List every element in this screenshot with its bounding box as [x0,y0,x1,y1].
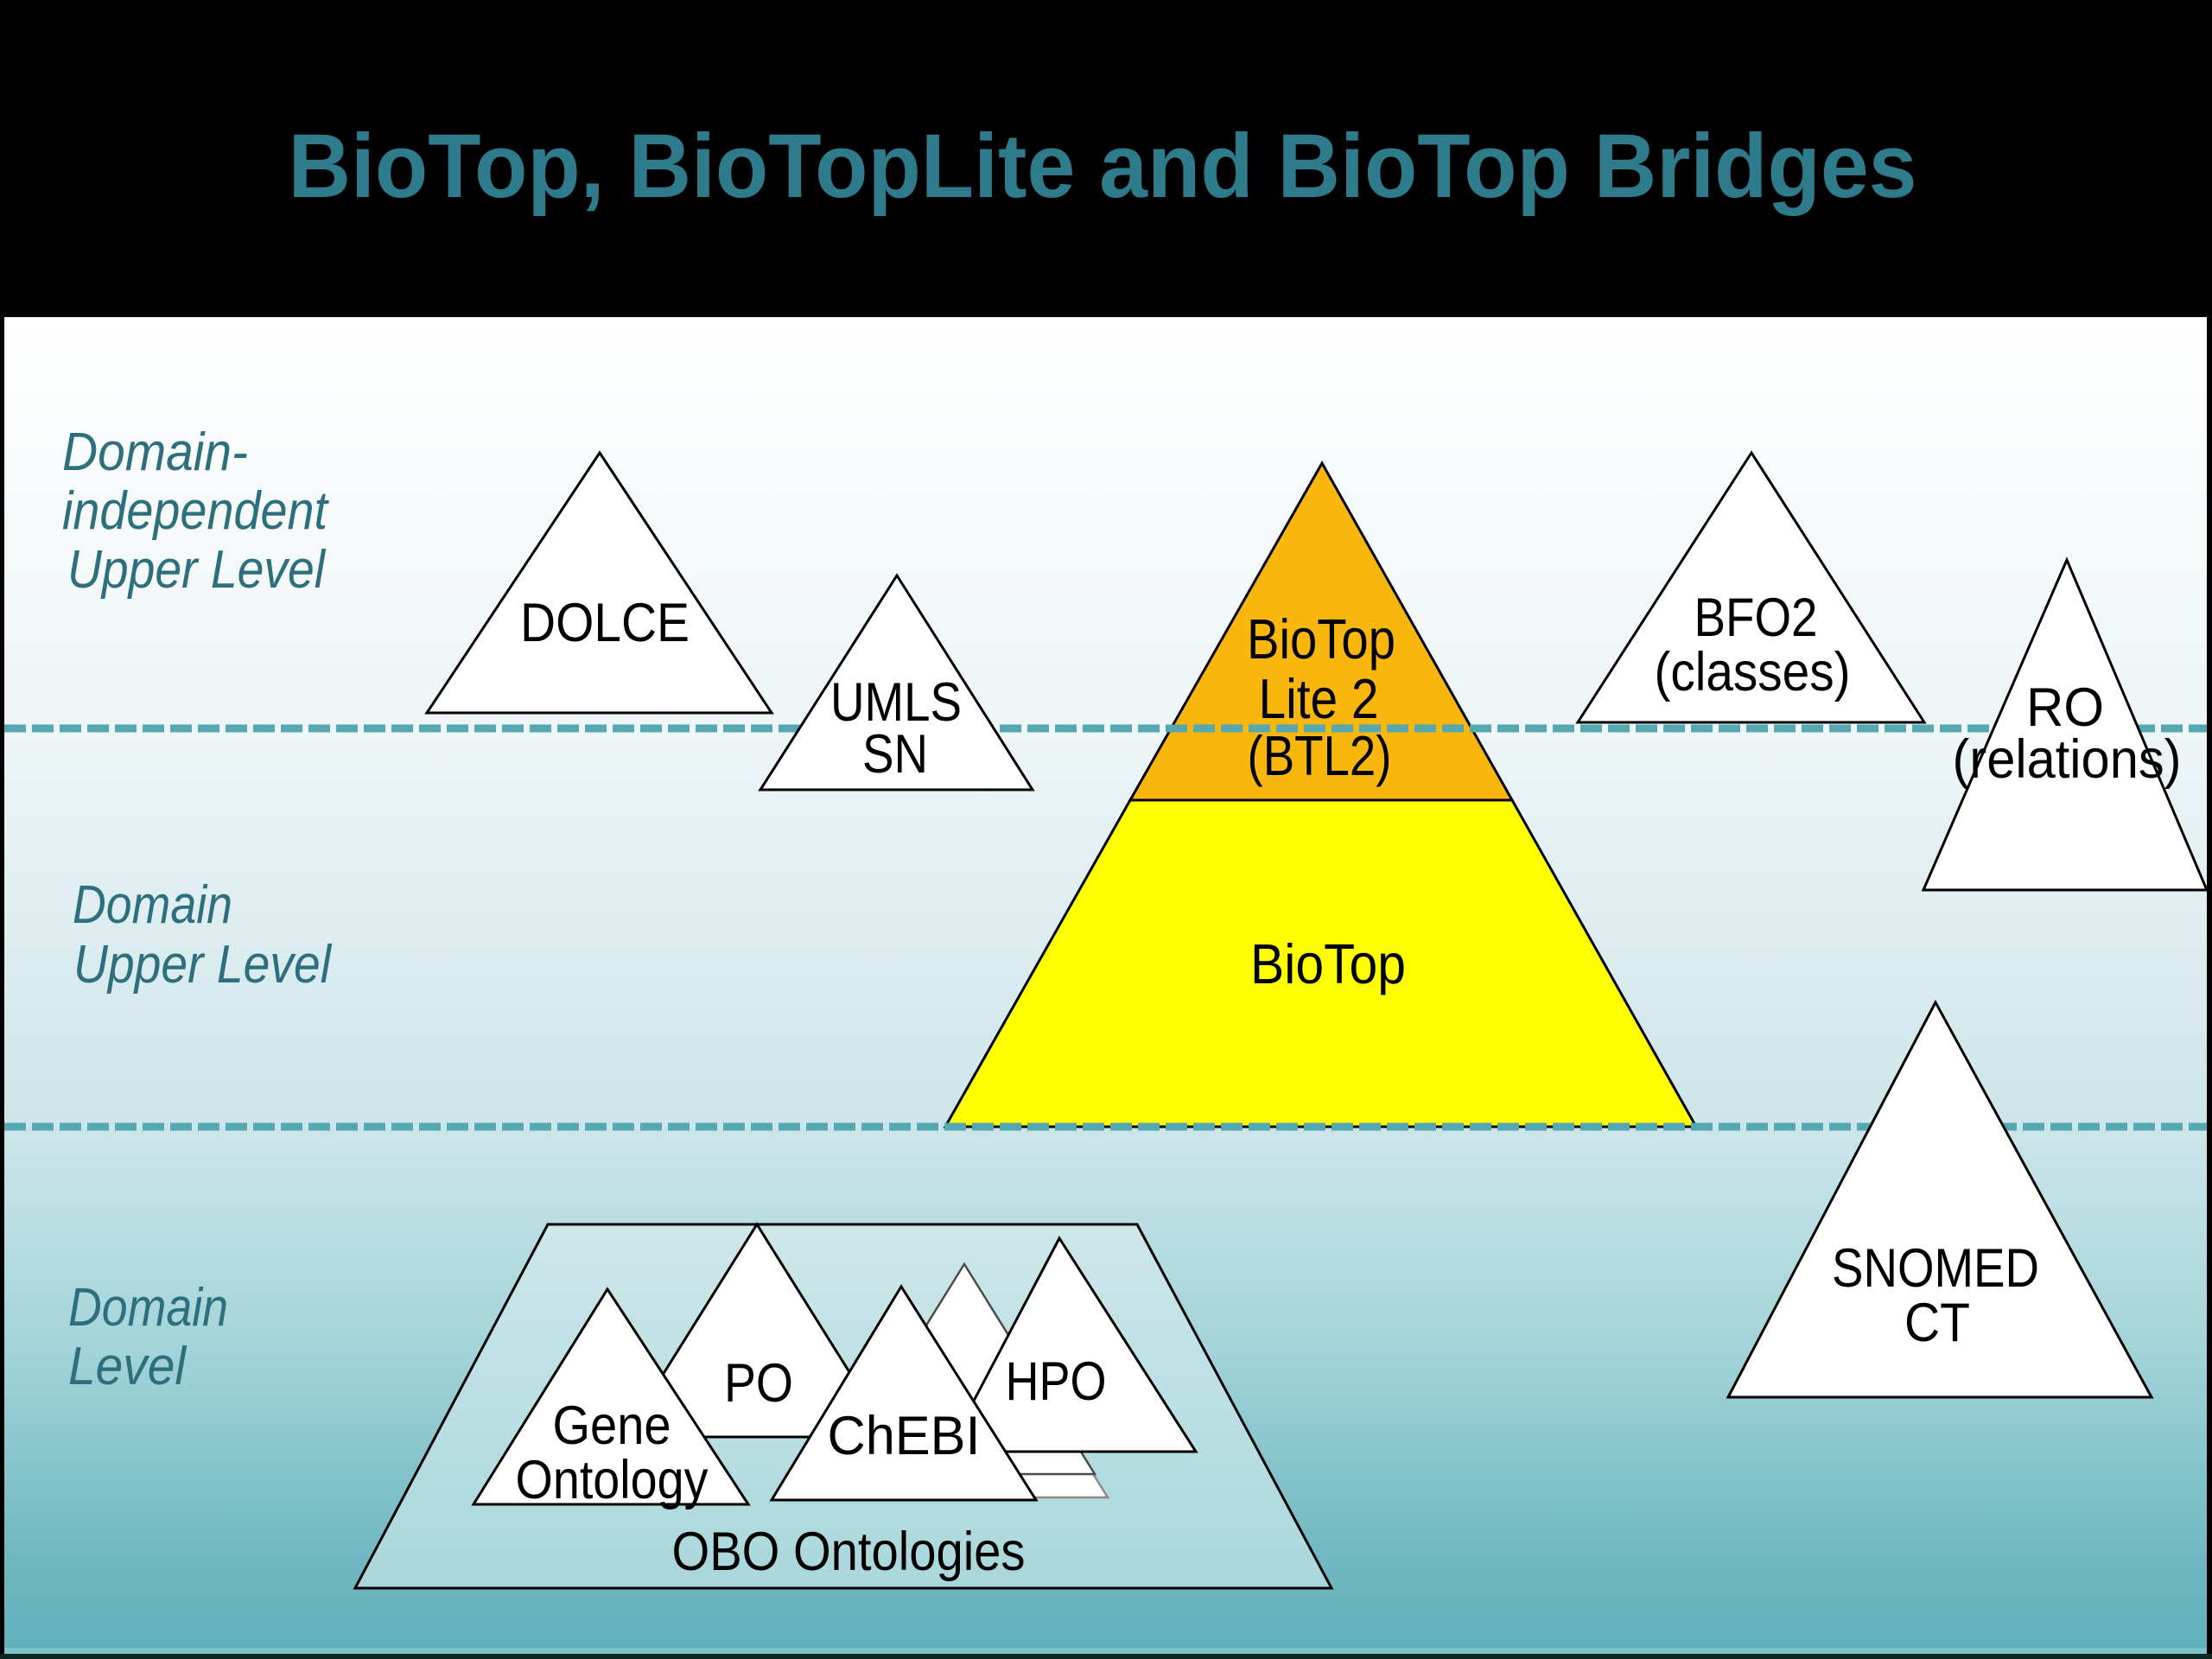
svg-text:Upper Level: Upper Level [67,540,327,600]
svg-text:Upper Level: Upper Level [73,935,333,995]
svg-text:CT: CT [1904,1293,1970,1353]
svg-text:(relations): (relations) [1953,729,2182,790]
svg-text:Domain: Domain [73,875,232,935]
svg-text:DOLCE: DOLCE [520,593,690,653]
svg-text:Domain: Domain [68,1278,228,1338]
svg-text:Lite 2: Lite 2 [1259,667,1379,730]
svg-text:Domain-: Domain- [62,423,248,482]
svg-text:RO: RO [2026,677,2104,738]
svg-text:BioTop: BioTop [1247,607,1395,671]
svg-text:SNOMED: SNOMED [1832,1238,2039,1299]
svg-text:BioTop: BioTop [1250,932,1406,995]
svg-text:independent: independent [62,481,329,541]
svg-text:UMLS: UMLS [830,672,962,733]
svg-text:Level: Level [68,1337,188,1396]
svg-text:(classes): (classes) [1655,642,1851,702]
svg-text:BFO2: BFO2 [1694,588,1818,648]
svg-text:PO: PO [724,1353,793,1414]
svg-text:Gene: Gene [553,1395,671,1456]
svg-text:ChEBI: ChEBI [828,1406,981,1466]
svg-text:HPO: HPO [1006,1351,1107,1412]
svg-text:(BTL2): (BTL2) [1248,724,1392,787]
svg-text:SN: SN [862,724,928,785]
svg-text:BioTop, BioTopLite and BioTop: BioTop, BioTopLite and BioTop Bridges [289,116,1917,217]
svg-text:Ontology: Ontology [516,1450,709,1510]
svg-text:OBO Ontologies: OBO Ontologies [672,1522,1026,1582]
